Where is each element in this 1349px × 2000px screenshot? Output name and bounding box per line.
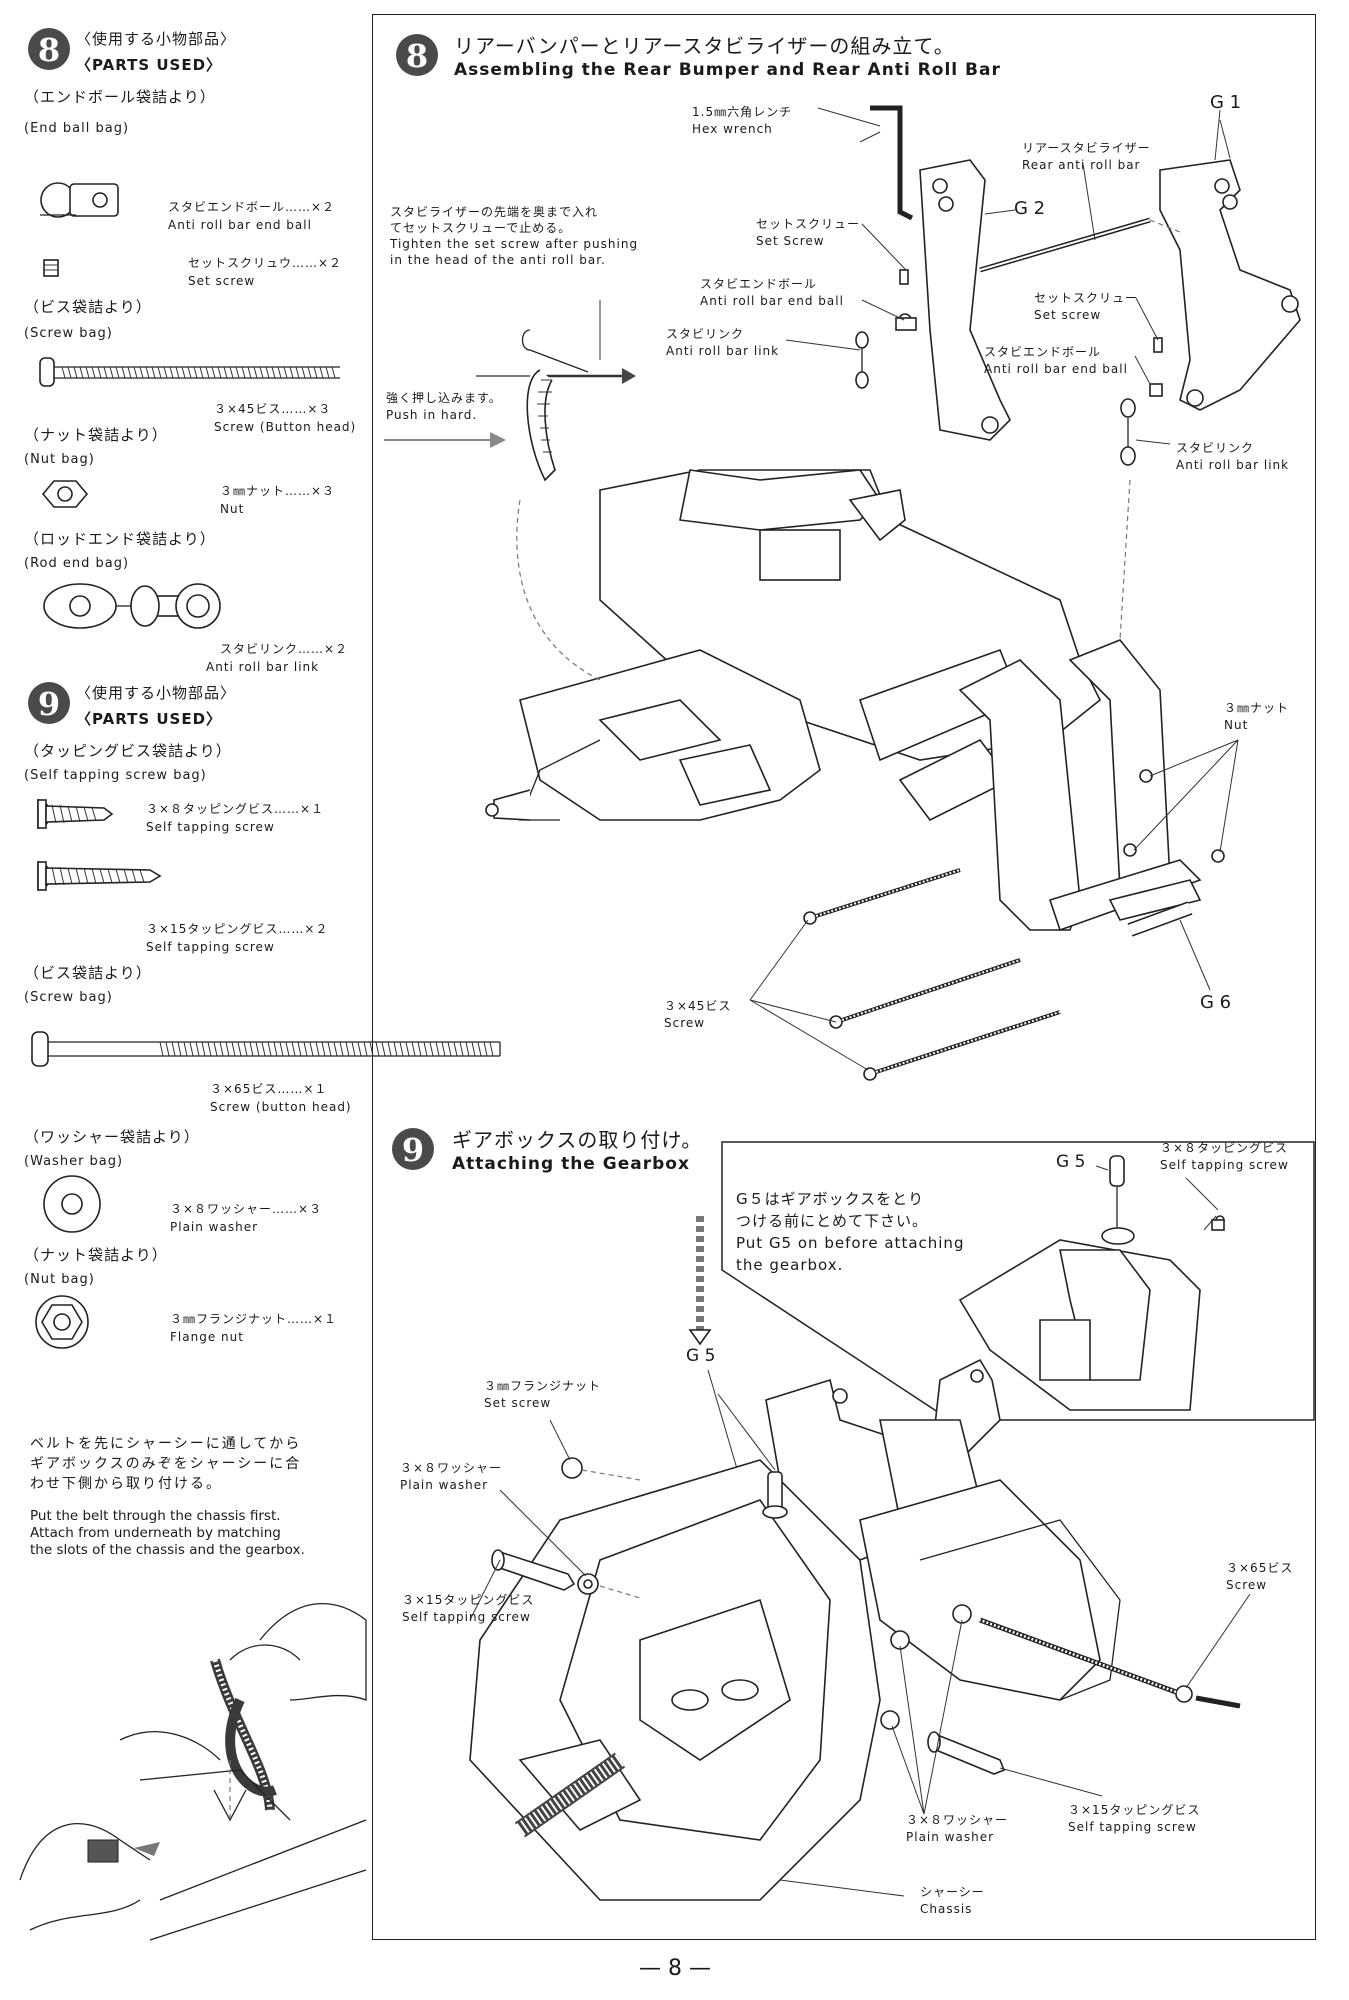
g6-label: G 6 [1200, 992, 1232, 1013]
part-label-en: Anti roll bar link [206, 660, 320, 674]
parts-used-heading-en: 〈PARTS USED〉 [76, 56, 223, 74]
bag-label-jp: （ワッシャー袋詰より） [24, 1128, 200, 1146]
step-8-title-en: Assembling the Rear Bumper and Rear Anti… [454, 60, 1001, 80]
bag-label-en: (Nut bag) [24, 452, 95, 467]
part-label-en: Self tapping screw [146, 940, 275, 954]
part-label-en: Set screw [188, 274, 256, 288]
part-label-en: Nut [220, 502, 245, 516]
bag-label-jp: （ロッドエンド袋詰より） [24, 530, 216, 548]
bag-label-jp: （ビス袋詰より） [24, 964, 152, 982]
page-number: — 8 — [639, 1956, 711, 1981]
part-label-jp: ３×45ビス……×３ [214, 402, 332, 416]
part-label-en: Anti roll bar end ball [168, 218, 312, 232]
bag-label-en: (Screw bag) [24, 990, 113, 1005]
step-8-badge: 8 [28, 28, 70, 70]
part-label-en: Self tapping screw [146, 820, 275, 834]
bag-label-en: (Screw bag) [24, 326, 113, 341]
part-label-en: Screw (Button head) [214, 420, 357, 434]
set-screw-icon [43, 259, 59, 277]
flange-nut-icon [35, 1295, 89, 1349]
part-label-jp: ３×８タッピングビス……×１ [146, 802, 325, 816]
step-9-title-jp: ギアボックスの取り付け。 [452, 1128, 703, 1152]
parts-used-heading-en: 〈PARTS USED〉 [76, 710, 223, 728]
screw-45-icon [39, 357, 340, 387]
tapping-screw-15-icon [37, 861, 162, 891]
g5-label: G 5 [1056, 1152, 1086, 1172]
bag-label-jp: （ビス袋詰より） [24, 298, 152, 316]
parts-used-heading-jp: 〈使用する小物部品〉 [76, 684, 237, 702]
tapping-screw-8-icon [37, 799, 114, 829]
part-label-jp: ３×65ビス……×１ [210, 1082, 328, 1096]
step-8-title-jp: リアーバンパーとリアースタビライザーの組み立て。 [454, 34, 955, 58]
part-label-jp: セットスクリュウ……×２ [188, 256, 343, 270]
bag-label-jp: （ナット袋詰より） [24, 1246, 168, 1264]
step-9-title-en: Attaching the Gearbox [452, 1154, 690, 1174]
rod-link-icon [43, 583, 221, 629]
part-label-jp: ３×８ワッシャー……×３ [170, 1202, 323, 1216]
belt-note-en: Put the belt through the chassis first. … [30, 1508, 305, 1558]
bag-label-jp: （エンドボール袋詰より） [24, 88, 216, 106]
part-label-jp: スタビエンドボール……×２ [168, 200, 336, 214]
bag-label-jp: （タッピングビス袋詰より） [24, 742, 232, 760]
bag-label-jp: （ナット袋詰より） [24, 426, 168, 444]
part-label-en: Screw (button head) [210, 1100, 352, 1114]
bag-label-en: (Rod end bag) [24, 556, 130, 571]
bag-label-en: (End ball bag) [24, 121, 130, 136]
hex-nut-icon [41, 480, 89, 508]
g5-label: G 5 [686, 1346, 716, 1366]
bag-label-en: (Self tapping screw bag) [24, 768, 207, 783]
washer-icon [43, 1175, 101, 1233]
g1-label: G 1 [1210, 92, 1242, 113]
part-label-jp: ３㎜フランジナット……×１ [170, 1312, 338, 1326]
part-label-jp: スタビリンク……×２ [220, 642, 349, 656]
belt-note-jp: ベルトを先にシャーシーに通してから ギアボックスのみぞをシャーシーに合 わせ下側… [30, 1436, 302, 1492]
parts-used-heading-jp: 〈使用する小物部品〉 [76, 30, 237, 48]
g5-before-gearbox-note: G５はギアボックスをとり つける前にとめて下さい。 Put G5 on befo… [736, 1190, 965, 1274]
push-in-hard-note: 強く押し込みます。Push in hard. [386, 391, 502, 422]
part-label-jp: ３×15タッピングビス……×２ [146, 922, 329, 936]
bag-label-en: (Washer bag) [24, 1154, 124, 1169]
step-9-badge: 9 [392, 1128, 434, 1170]
part-label-en: Flange nut [170, 1330, 244, 1344]
part-label-jp: ３㎜ナット……×３ [220, 484, 336, 498]
assembly-frame [372, 14, 1316, 1940]
end-ball-icon [40, 182, 119, 218]
bag-label-en: (Nut bag) [24, 1272, 95, 1287]
g2-label: G 2 [1014, 198, 1046, 219]
tighten-set-screw-note: スタビライザーの先端を奥まで入れ てセットスクリューで止める。 Tighten … [390, 205, 639, 267]
step-9-badge: 9 [28, 682, 70, 724]
step-8-badge: 8 [396, 34, 438, 76]
part-label-en: Plain washer [170, 1220, 259, 1234]
